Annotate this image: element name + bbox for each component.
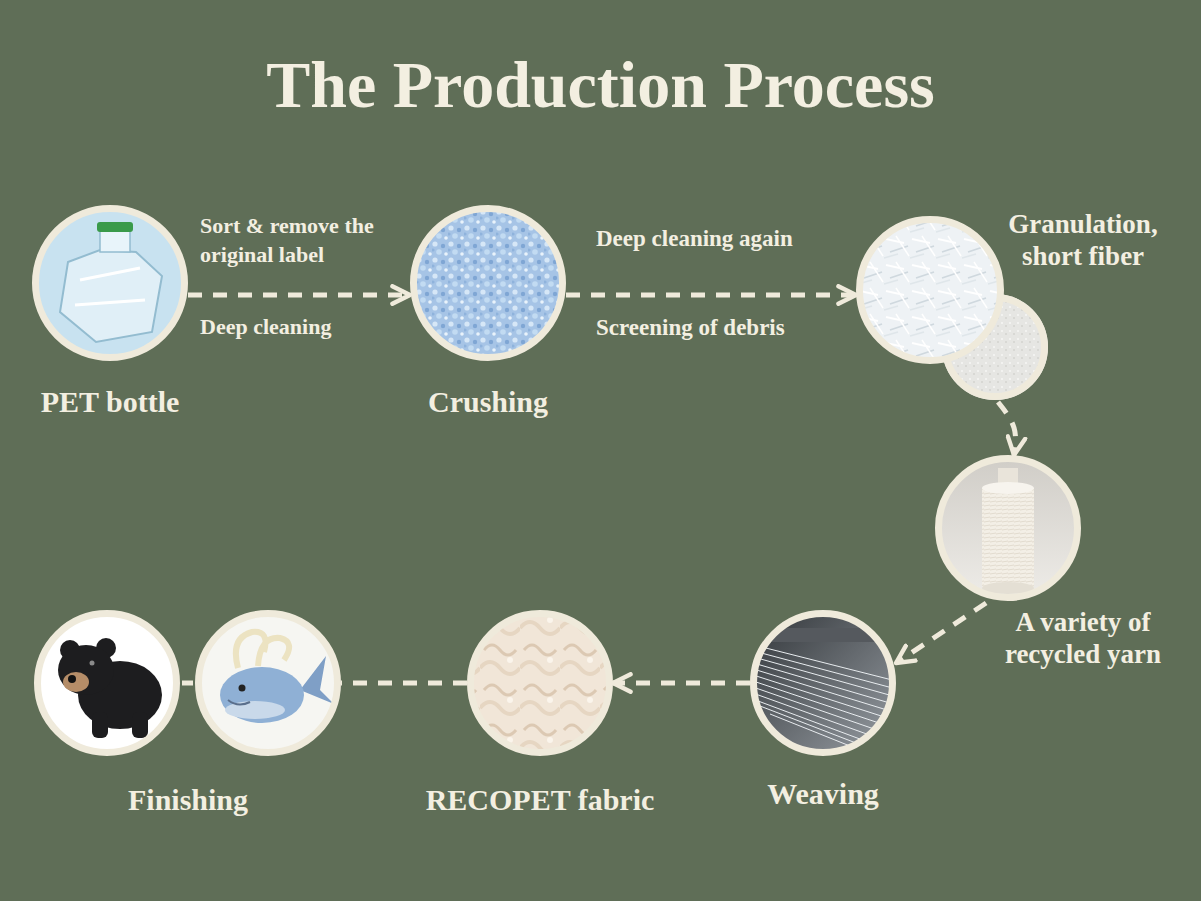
circle-outline bbox=[856, 216, 1048, 400]
step-label-box: Granulation, short fiber bbox=[993, 208, 1173, 273]
circle-outline bbox=[414, 209, 563, 358]
process-step: Granulation, short fiber bbox=[856, 216, 1048, 400]
step-label-box: Finishing bbox=[78, 782, 298, 818]
circle-outline bbox=[36, 209, 185, 358]
yarn-spool bbox=[982, 488, 1034, 588]
whale-belly bbox=[225, 701, 285, 719]
step-label: PET bottle bbox=[0, 384, 220, 420]
fibers bbox=[854, 214, 1006, 366]
picture-ground bbox=[30, 203, 190, 363]
step-label: Crushing bbox=[378, 384, 598, 420]
short-fiber-picture bbox=[854, 214, 1006, 366]
whale-horns bbox=[236, 632, 289, 668]
flow-arrow bbox=[896, 603, 986, 663]
process-step: Weaving bbox=[750, 610, 896, 756]
step-label: Finishing bbox=[78, 782, 298, 818]
whale-toy-picture bbox=[193, 608, 343, 758]
loom-picture bbox=[748, 608, 900, 766]
process-step: PET bottle bbox=[32, 205, 188, 361]
bear-snout bbox=[63, 672, 89, 692]
process-step: Crushing bbox=[410, 205, 566, 361]
circle-outline bbox=[860, 220, 1001, 361]
whale-smile bbox=[228, 700, 250, 705]
flow-arrow bbox=[341, 681, 467, 686]
diagram-title: The Production Process bbox=[0, 52, 1201, 118]
process-step: RECOPET fabric bbox=[467, 610, 613, 756]
fabric-picture bbox=[465, 608, 615, 758]
step-note: Deep cleaning bbox=[200, 313, 415, 342]
bottle-body bbox=[60, 250, 162, 342]
step-label-box: RECOPET fabric bbox=[410, 782, 670, 818]
circle-outline bbox=[750, 610, 896, 756]
bottle-highlight bbox=[75, 268, 145, 305]
flow-arrow bbox=[188, 293, 410, 298]
flow-arrow bbox=[998, 402, 1016, 455]
circle-outline bbox=[410, 205, 566, 361]
step-label: A variety of recycled yarn bbox=[988, 606, 1178, 671]
joining-dash bbox=[182, 681, 193, 686]
yarn-picture bbox=[933, 453, 1083, 603]
process-step: A variety of recycled yarn bbox=[935, 455, 1081, 601]
picture-ground bbox=[32, 608, 182, 758]
circle-outline bbox=[199, 614, 338, 753]
bottle-cap bbox=[97, 222, 133, 232]
step-note: Screening of debris bbox=[596, 313, 836, 343]
bear-leg bbox=[92, 712, 108, 738]
flakes bbox=[408, 203, 568, 363]
bear-leg bbox=[132, 712, 148, 738]
circle-outline bbox=[754, 614, 893, 753]
circle-outline bbox=[467, 610, 613, 756]
pet-bottle-picture bbox=[30, 203, 190, 363]
bear-eye bbox=[90, 661, 95, 666]
bear-nose bbox=[68, 675, 76, 683]
step-label-box: Crushing bbox=[378, 384, 598, 420]
circle-outline bbox=[471, 614, 610, 753]
step-label: Weaving bbox=[723, 776, 923, 812]
step-label-box: A variety of recycled yarn bbox=[988, 606, 1178, 671]
picture-ground bbox=[933, 453, 1083, 603]
fabric-texture bbox=[465, 608, 615, 758]
edge-label: Sort & remove the original label bbox=[200, 212, 415, 269]
flow-arrow bbox=[613, 681, 750, 686]
circle-outline bbox=[935, 455, 1081, 601]
bear-head bbox=[58, 645, 114, 695]
circle-outline bbox=[32, 205, 188, 361]
flow-arrow bbox=[566, 293, 856, 298]
spool-top bbox=[982, 482, 1034, 494]
bear-toy-picture bbox=[32, 608, 182, 758]
warp-threads bbox=[750, 644, 900, 766]
edge-label: Deep cleaning again bbox=[596, 224, 836, 254]
whale-tail bbox=[300, 656, 334, 704]
step-label-box: PET bottle bbox=[0, 384, 220, 420]
crushed-flakes-picture bbox=[408, 203, 568, 363]
process-step: Finishing bbox=[34, 610, 341, 756]
circle-outline bbox=[34, 610, 341, 756]
whale-eye bbox=[239, 685, 246, 692]
step-label: RECOPET fabric bbox=[410, 782, 670, 818]
circle-outline bbox=[939, 459, 1078, 598]
step-label-box: Weaving bbox=[723, 776, 923, 812]
step-label: Granulation, short fiber bbox=[993, 208, 1173, 273]
whale-body bbox=[220, 667, 304, 723]
circle-outline bbox=[38, 614, 177, 753]
picture-ground bbox=[193, 608, 343, 758]
